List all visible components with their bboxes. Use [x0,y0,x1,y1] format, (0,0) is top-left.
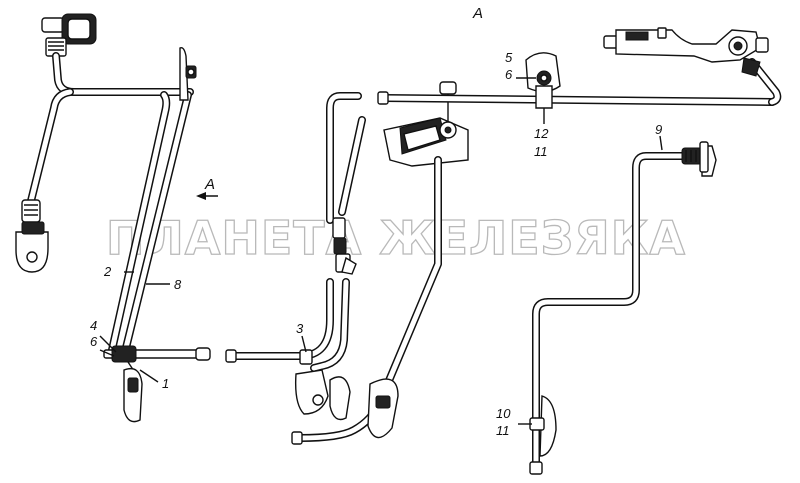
upper-bracket [179,46,189,101]
top-left-fitting [41,13,97,57]
callout-6-top: 6 [505,67,513,82]
callout-labels: А 2 8 4 6 1 3 5 6 12 11 9 10 11 [90,5,662,438]
view-arrow: А [196,176,218,200]
top-clamp [525,52,561,109]
callout-5: 5 [505,50,513,65]
callout-2: 2 [103,264,112,279]
view-letter-A: А [472,5,483,22]
center-bottom-clip [367,378,399,439]
top-right-valve-block [603,27,769,77]
leader-lines [99,77,663,425]
callout-9: 9 [655,122,662,137]
callout-12: 12 [534,126,549,141]
callout-10: 10 [496,406,511,421]
bottom-left-fitting [15,199,49,273]
middle-assembly [225,92,366,421]
callout-11-top: 11 [534,144,548,159]
center-valve-bracket [383,117,469,167]
view-arrow-letter: А [204,176,215,193]
right-bottom-clamp [529,395,557,475]
right-assembly [529,141,717,475]
callout-8: 8 [174,277,182,292]
valve-cap [439,81,457,95]
right-top-fitting [681,141,717,177]
watermark: ПЛАНЕТА ЖЕЛЕЗЯКА [106,211,686,265]
pipe-3 [228,278,334,360]
left-assembly: А [15,13,218,423]
callout-1: 1 [162,376,169,391]
center-assembly [291,81,469,445]
bottom-clamp [103,345,211,423]
middle-joint-fitting [332,217,357,275]
pipe-9 [532,152,688,472]
callout-11-bottom: 11 [496,423,510,438]
pipe-8-upper [52,52,194,96]
callout-4: 4 [90,318,97,333]
callout-6: 6 [90,334,98,349]
middle-lower-bracket [294,369,351,421]
callout-3: 3 [296,321,304,336]
top-horizontal-assembly [377,27,782,109]
